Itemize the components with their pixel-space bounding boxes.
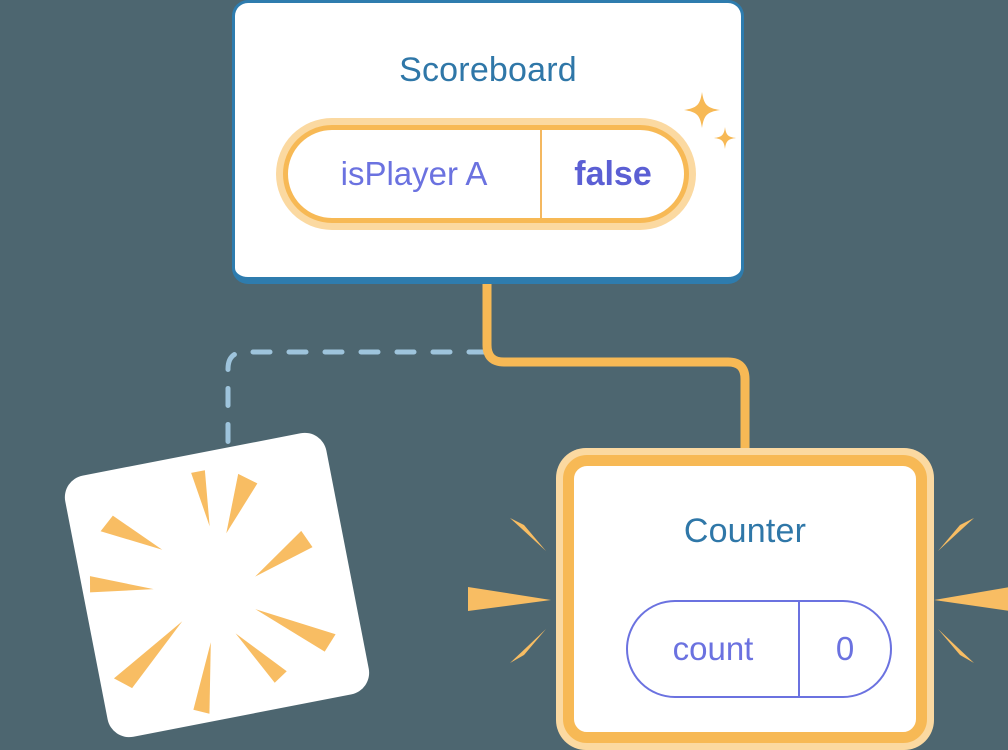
sparkle-icon: [684, 92, 736, 149]
sparkle-large-icon: [684, 92, 720, 128]
scoreboard-state-pill[interactable]: isPlayer A false: [283, 125, 689, 223]
burst-rays-icon: [89, 470, 336, 714]
counter-state-key: count: [628, 602, 800, 696]
scoreboard-state-value: false: [574, 154, 652, 193]
counter-title: Counter: [683, 512, 807, 550]
counter-rays-right-icon: [934, 518, 1008, 663]
scoreboard-state-key: isPlayer A: [288, 130, 542, 218]
counter-rays-left-icon: [468, 518, 551, 663]
sparkle-small-icon: [714, 127, 736, 149]
burst-card[interactable]: [61, 429, 373, 741]
counter-state-pill[interactable]: count 0: [626, 600, 892, 698]
dashed-connector-path: [225, 349, 489, 491]
scoreboard-state-pill-halo: isPlayer A false: [276, 118, 696, 230]
counter-card[interactable]: Counter count 0: [563, 455, 927, 743]
solid-connector-path: [482, 284, 750, 460]
counter-card-halo: Counter count 0: [556, 448, 934, 750]
scoreboard-title: Scoreboard: [399, 51, 577, 89]
counter-state-value: 0: [835, 630, 855, 667]
